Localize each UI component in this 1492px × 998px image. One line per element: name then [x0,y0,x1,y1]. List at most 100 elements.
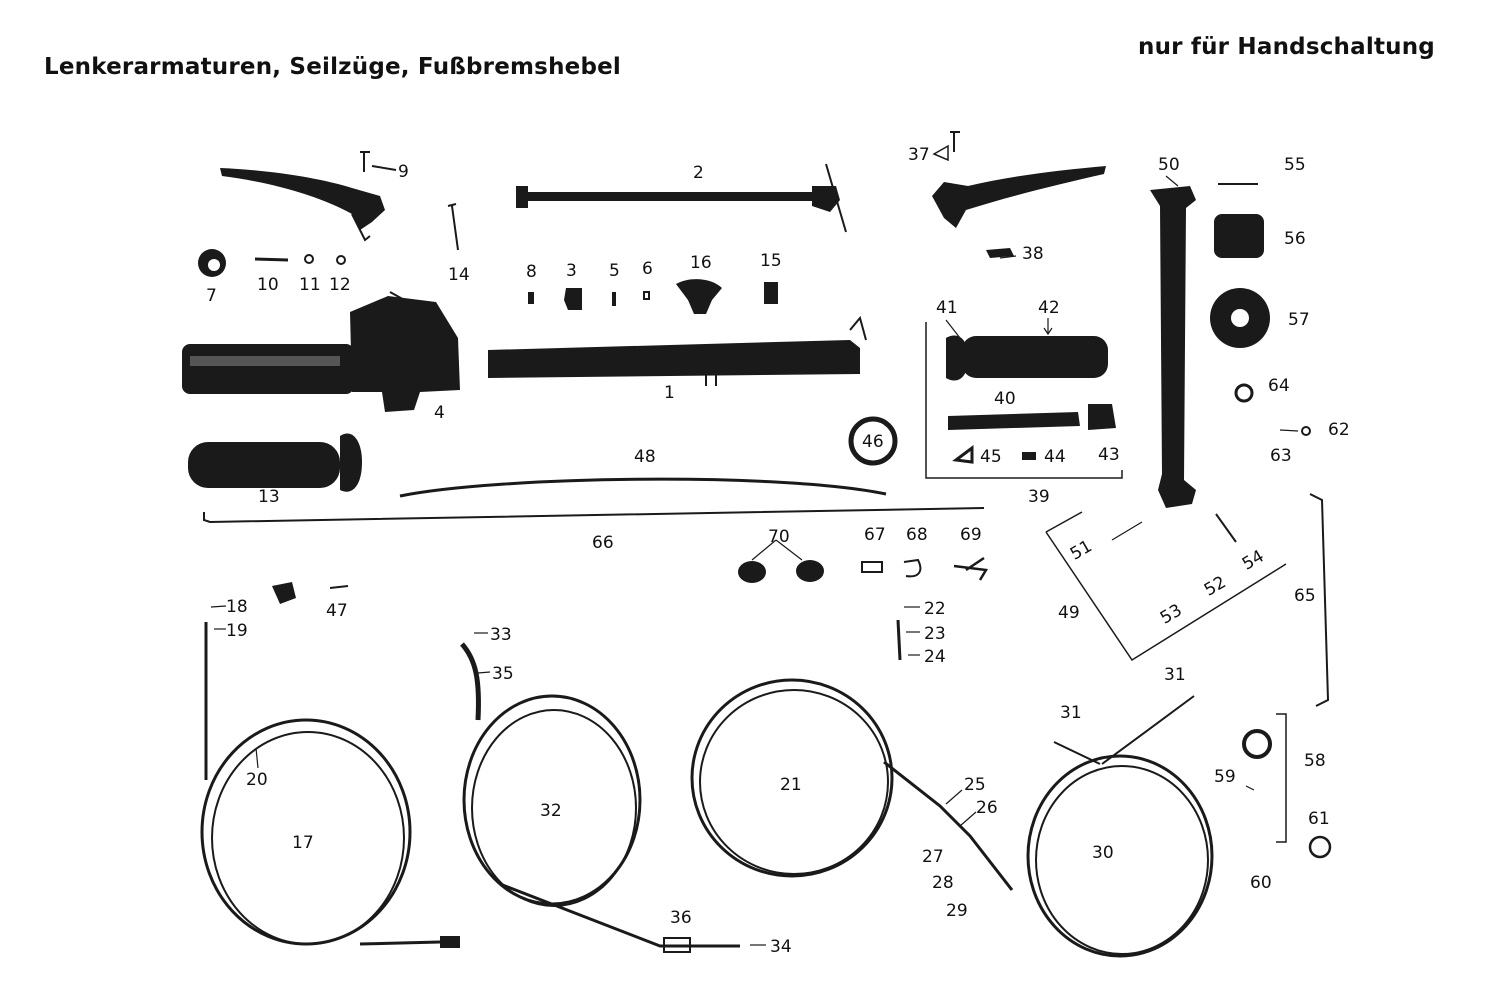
label-3: 3 [566,261,577,281]
part-44 [1022,452,1036,460]
part-56 [1214,214,1264,258]
part-15 [764,282,778,304]
label-47: 47 [326,601,348,621]
label-22: 22 [924,599,946,619]
part-67 [861,561,883,573]
part-46 [848,416,898,466]
label-19: 19 [226,621,248,641]
label-54: 54 [1239,546,1268,574]
label-59: 59 [1214,767,1236,787]
label-45: 45 [980,447,1002,467]
label-39: 39 [1028,487,1050,507]
label-18: 18 [226,597,248,617]
label-49: 49 [1058,603,1080,623]
part-66 [203,507,985,524]
label-40: 40 [994,389,1016,409]
label-63: 63 [1270,446,1292,466]
cable-30 [1026,695,1214,958]
label-31b: 31 [1164,665,1186,685]
label-57: 57 [1288,310,1310,330]
label-37: 37 [908,145,930,165]
label-32: 32 [540,801,562,821]
label-8: 8 [526,262,537,282]
part-6 [643,291,650,300]
part-48 [399,477,887,498]
label-64: 64 [1268,376,1290,396]
label-5: 5 [609,261,620,281]
part-70b [796,560,824,582]
label-50: 50 [1158,155,1180,175]
label-52: 52 [1201,572,1230,600]
label-6: 6 [642,259,653,279]
part-62 [1301,426,1311,436]
cable-17 [200,622,460,948]
label-65: 65 [1294,586,1316,606]
label-20: 20 [246,770,268,790]
part-68 [903,558,922,578]
label-43: 43 [1098,445,1120,465]
label-38: 38 [1022,244,1044,264]
brake-lever [932,131,1106,228]
label-27: 27 [922,847,944,867]
label-42: 42 [1038,298,1060,318]
part-58 [1242,729,1272,759]
label-31a: 31 [1060,703,1082,723]
foot-brake-lever [1150,186,1237,543]
part-70a [738,561,766,583]
label-2: 2 [693,163,704,183]
label-7: 7 [206,286,217,306]
label-23: 23 [924,624,946,644]
grip-42 [946,335,1108,381]
part-16 [676,279,722,314]
label-13: 13 [258,487,280,507]
page-subtitle: nur für Handschaltung [1138,34,1435,60]
label-1: 1 [664,383,675,403]
part-47b [329,585,349,589]
part-45 [952,445,974,464]
pin-14 [447,203,459,251]
part-11 [304,254,314,264]
label-69: 69 [960,525,982,545]
label-60: 60 [1250,873,1272,893]
label-58: 58 [1304,751,1326,771]
label-28: 28 [932,873,954,893]
label-67: 67 [864,525,886,545]
label-34: 34 [770,937,792,957]
label-61: 61 [1308,809,1330,829]
part-64 [1234,383,1254,403]
part-12 [336,255,346,265]
part-69 [953,556,989,581]
part-43 [1088,404,1116,430]
label-48: 48 [634,447,656,467]
label-15: 15 [760,251,782,271]
tube-2 [516,163,847,233]
label-70: 70 [768,527,790,547]
label-66: 66 [592,533,614,553]
label-26: 26 [976,798,998,818]
cable-21 [690,619,1014,891]
part-40 [948,412,1080,430]
grip-13 [188,433,362,492]
label-24: 24 [924,647,946,667]
label-51: 51 [1067,536,1096,564]
label-55: 55 [1284,155,1306,175]
label-53: 53 [1157,600,1186,628]
bracket-58-60 [1276,713,1287,843]
leader-lines [210,175,1299,946]
part-47a [272,582,296,604]
label-10: 10 [257,275,279,295]
clutch-lever [220,151,397,242]
label-33: 33 [490,625,512,645]
throttle-grip [182,291,460,412]
label-62: 62 [1328,420,1350,440]
part-3 [564,288,582,310]
bracket-65 [1309,493,1330,707]
label-9: 9 [398,162,409,182]
label-11: 11 [299,275,321,295]
label-21: 21 [780,775,802,795]
part-10 [254,257,289,262]
part-8 [528,292,534,304]
label-35: 35 [492,664,514,684]
label-17: 17 [292,833,314,853]
